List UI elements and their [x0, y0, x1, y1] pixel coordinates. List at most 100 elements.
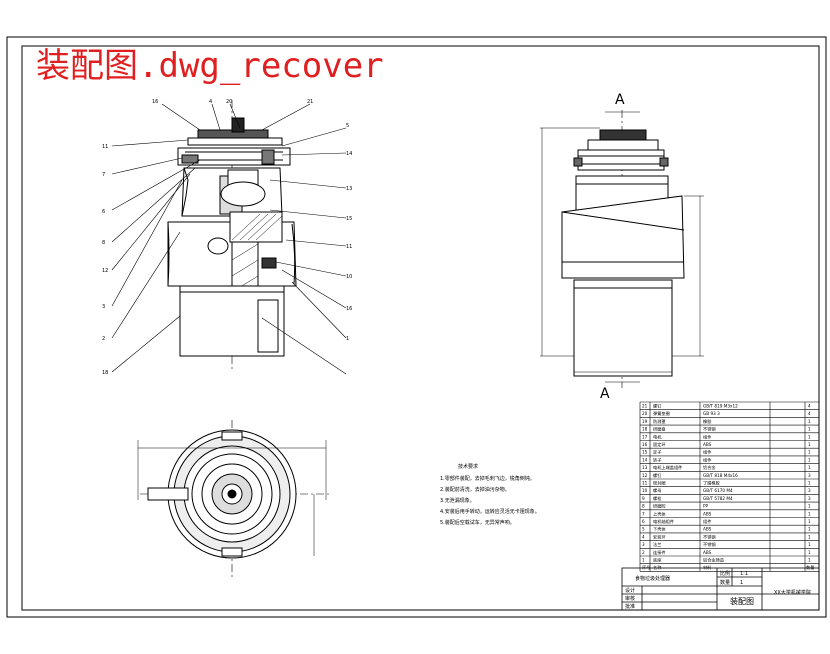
bom-cell-qty: 1: [808, 434, 811, 439]
bom-cell-qty: 3: [808, 496, 811, 501]
bom-cell-material: 不锈钢: [703, 541, 716, 548]
bom-cell-name: 螺母: [653, 487, 661, 494]
bom-cell-no: 3: [642, 542, 645, 547]
bom-cell-name: 螺钉: [653, 403, 662, 410]
bom-cell-name: 研磨腔: [653, 503, 666, 510]
bom-cell-no: 17: [642, 434, 648, 439]
bom-cell-qty: 1: [808, 465, 811, 470]
balloon: 4: [209, 99, 212, 105]
drawing-name: 装配图: [730, 596, 754, 606]
check-label: 审核: [625, 595, 635, 602]
bom-cell-material: GB 93 3: [703, 411, 720, 416]
bom-cell-material: GB/T 818 M4x16: [703, 473, 738, 478]
balloon: 3: [102, 304, 105, 310]
section-marks: A A: [600, 92, 625, 402]
bom-cell-no: 14: [642, 457, 648, 462]
title-block: [621, 567, 820, 611]
bom-cell-material: 组件: [703, 449, 711, 456]
bom-cell-material: 组件: [703, 518, 711, 525]
bom-cell-name: 安装环: [653, 533, 666, 540]
bom-cell-qty: 1: [808, 534, 811, 539]
note-line: 2.装配前清洗，去掉油污杂物。: [440, 486, 510, 493]
balloon: 18: [102, 370, 108, 376]
note-line: 5.装配后空载试车，无异常声响。: [440, 519, 515, 526]
bom-cell-name: 电机: [653, 433, 662, 440]
bom-cell-no: 6: [642, 519, 645, 524]
balloon: 16: [152, 99, 158, 105]
bom-cell-name: 电机上端盖组件: [653, 464, 682, 471]
bom-cell-material: 铝合金: [703, 464, 716, 471]
bom-cell-material: ABS: [703, 442, 712, 447]
note-line: 1.零部件装配，去掉毛刺飞边，锐角倒钝。: [440, 475, 535, 482]
balloon: 1: [346, 336, 349, 342]
bom-cell-name: 密封圈: [653, 480, 666, 487]
bom-cell-no: 9: [642, 496, 645, 501]
bom-cell-no: 19: [642, 419, 648, 424]
bom-cell-name: 下壳体: [653, 526, 666, 533]
bom-cell-qty: 4: [808, 411, 811, 416]
section-mark-top: A: [615, 92, 625, 108]
bom-cell-material: GB/T 819 M3x12: [703, 404, 738, 409]
top-view: [137, 420, 330, 580]
bom-cell-qty: 1: [808, 550, 811, 555]
section-view: [111, 100, 347, 375]
bom-cell-no: 13: [642, 465, 648, 470]
balloon: 11: [346, 244, 352, 250]
bom-cell-qty: 1: [808, 457, 811, 462]
bom-cell-material: 丁腈橡胶: [703, 480, 720, 487]
bom-cell-name: 上壳体: [653, 510, 666, 517]
bom-cell-no: 21: [642, 404, 648, 409]
qty-label: 数量: [720, 579, 730, 586]
bom-cell-qty: 1: [808, 427, 811, 432]
file-title: 装配图.dwg_recover: [36, 46, 384, 86]
balloon: 13: [346, 186, 352, 192]
bom-cell-no: 11: [642, 481, 648, 486]
balloon: 11: [102, 144, 108, 150]
bom-cell-name: 研磨盘: [653, 426, 666, 433]
note-line: 4.安装后用手转动，运转应灵活无卡阻现象。: [440, 508, 540, 515]
bom-cell-material: ABS: [703, 527, 712, 532]
bom-cell-no: 18: [642, 427, 648, 432]
bom-cell-material: PP: [703, 504, 709, 509]
bom-cell-no: 8: [642, 504, 645, 509]
bom-cell-no: 10: [642, 488, 648, 493]
bom-cell-material: 组件: [703, 456, 711, 463]
product-name: 食物垃圾处理器: [635, 575, 670, 582]
bom-cell-material: 不锈钢: [703, 533, 716, 540]
balloon: 7: [102, 172, 105, 178]
bom-cell-no: 2: [642, 550, 645, 555]
title-block-text: 食物垃圾处理器 比例 1:1 数量 1 装配图 设计 审核 批准 XX大学机械学…: [625, 570, 811, 610]
bom-cell-no: 7: [642, 511, 645, 516]
bom-cell-material: 橡胶: [703, 418, 711, 425]
balloon: 8: [102, 240, 105, 246]
bom-cell-name: 底座: [653, 557, 661, 564]
bom-cell-qty: 1: [808, 519, 811, 524]
balloon: 16: [346, 306, 352, 312]
bom-cell-no: 12: [642, 473, 648, 478]
bom-cell-qty: 1: [808, 511, 811, 516]
bom-cell-name: 连接件: [653, 549, 666, 556]
front-view: [540, 110, 704, 388]
bom-cell-material: ABS: [703, 511, 712, 516]
bom-cell-name: 螺栓: [653, 495, 662, 502]
qty-value: 1: [740, 580, 743, 586]
bom-cell-no: 20: [642, 411, 648, 416]
bom-cell-qty: 3: [808, 488, 811, 493]
section-balloons: 16 4 20 21 11 5 14 7 13 6 15 8 11 12 10 …: [102, 99, 352, 376]
section-mark-bottom: A: [600, 386, 610, 402]
bom-cell-material: 不锈钢: [703, 426, 716, 433]
bom-cell-name: 螺钉: [653, 472, 662, 479]
bom-cell-name: 电机轴组件: [653, 518, 674, 525]
bom-cell-qty: 1: [808, 481, 811, 486]
bom-cell-qty: 1: [808, 542, 811, 547]
balloon: 12: [102, 268, 108, 274]
bom-cell-name: 定子: [653, 449, 661, 456]
design-label: 设计: [625, 587, 635, 594]
bom-cell-no: 16: [642, 442, 648, 447]
scale-label: 比例: [720, 570, 730, 577]
bom-cell-qty: 1: [808, 442, 811, 447]
bom-cell-name: 固定环: [653, 441, 666, 448]
balloon: 5: [346, 123, 349, 129]
